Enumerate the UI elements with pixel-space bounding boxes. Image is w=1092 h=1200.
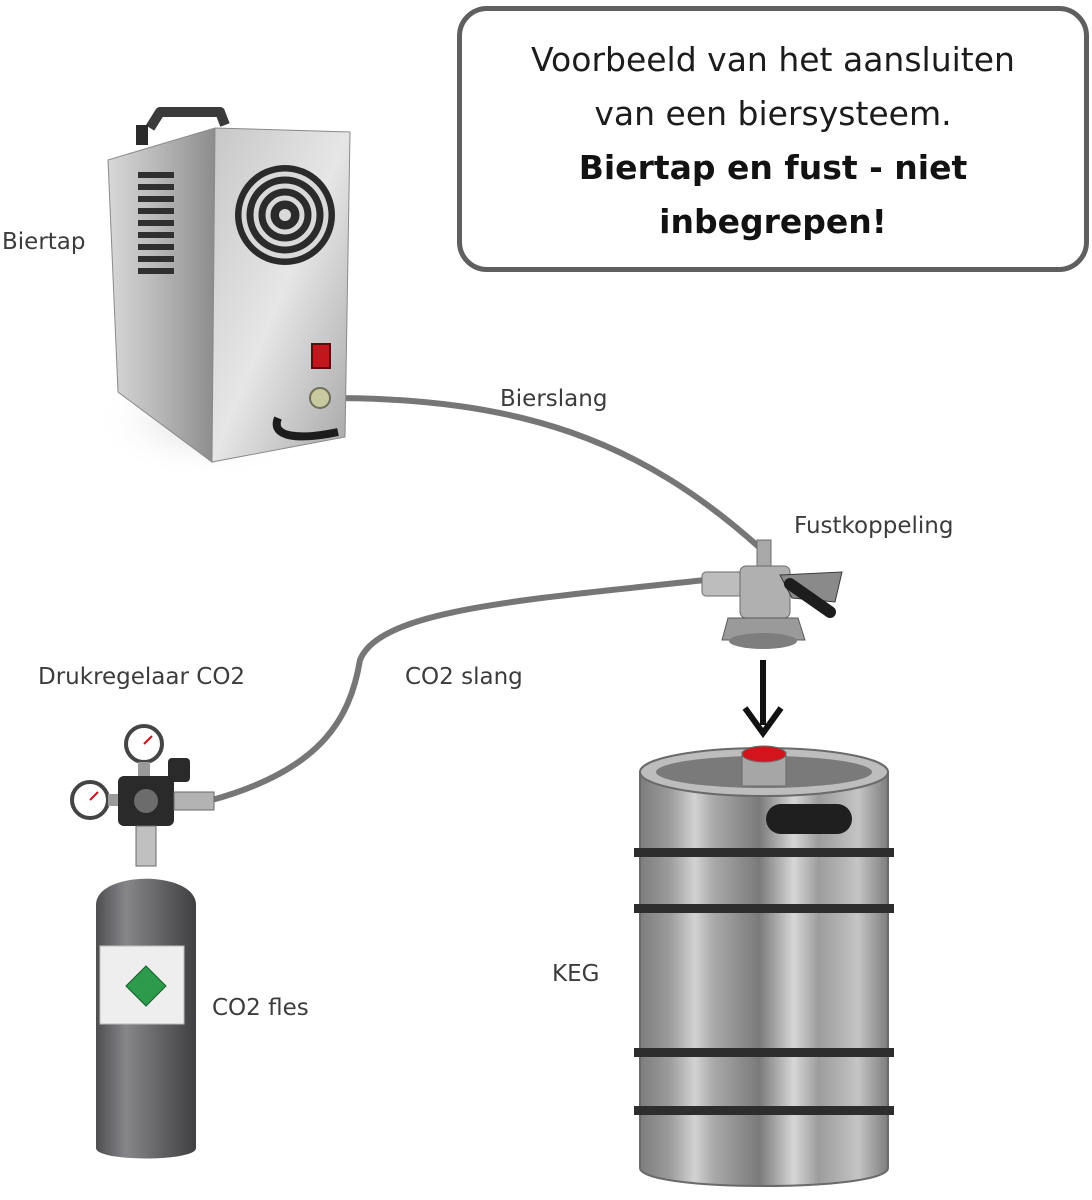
beer-tap-machine	[95, 107, 351, 480]
co2-cylinder	[96, 878, 196, 1159]
down-arrow-icon	[742, 660, 784, 739]
keg-coupler	[701, 539, 843, 649]
label-biertap: Biertap	[2, 229, 86, 255]
co2-hose	[211, 577, 706, 803]
label-keg: KEG	[552, 961, 600, 987]
beer-hose	[329, 395, 763, 551]
label-bierslang: Bierslang	[500, 386, 608, 412]
label-drukregelaar: Drukregelaar CO2	[38, 664, 246, 690]
label-fustkoppeling: Fustkoppeling	[794, 513, 954, 539]
info-line-2: van een biersysteem.	[594, 94, 952, 133]
info-box: Voorbeeld van het aansluiten van een bie…	[457, 6, 1089, 272]
pressure-regulator	[70, 724, 215, 867]
keg	[634, 745, 894, 1187]
info-line-3: Biertap en fust - niet	[578, 148, 968, 187]
label-co2-fles: CO2 fles	[212, 995, 309, 1021]
label-co2-slang: CO2 slang	[405, 664, 523, 690]
info-line-1: Voorbeeld van het aansluiten	[531, 40, 1015, 79]
info-line-4: inbegrepen!	[659, 202, 887, 241]
